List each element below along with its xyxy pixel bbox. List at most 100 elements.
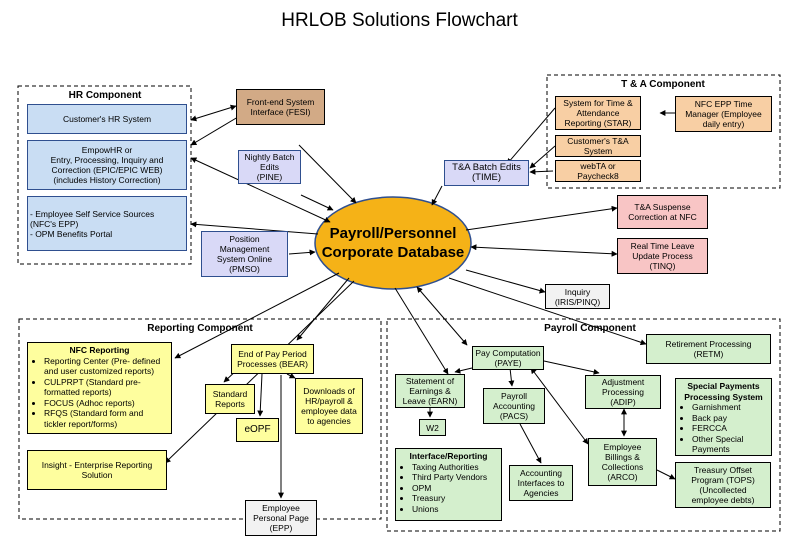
list-item: Unions	[412, 504, 497, 515]
paye-line: (PAYE)	[494, 358, 522, 368]
acct-if-line: Accounting	[519, 468, 563, 478]
reporting-section-title: Reporting Component	[147, 323, 253, 334]
inquiry-box[interactable]: Inquiry(IRIS/PINQ)	[545, 284, 610, 309]
arco-line: Billings &	[605, 452, 640, 462]
pmso-line: Position	[229, 234, 260, 244]
eopf-box[interactable]: eOPF	[236, 418, 279, 442]
paye-line: Pay Computation	[475, 348, 541, 358]
list-item: Back pay	[692, 413, 767, 424]
ess-line: - Employee Self Service Sources	[30, 208, 155, 219]
time-line: T&A Batch Edits	[452, 162, 521, 173]
inquiry-line: Inquiry	[564, 286, 591, 297]
insight-line: Solution	[81, 470, 113, 480]
customer-hr-system-box[interactable]: Customer's HR System	[27, 104, 187, 134]
acct-if-line: Agencies	[523, 488, 559, 498]
fesi-line: Front-end System	[246, 97, 315, 107]
downloads-line: Downloads of	[303, 386, 355, 396]
tinq-line: (TINQ)	[649, 261, 676, 271]
list-item: RFQS (Standard form and tickler report/f…	[44, 408, 167, 429]
pmso-line: Management	[219, 244, 270, 254]
special-payments-heading: Special Payments Processing System	[684, 381, 763, 402]
nfc-reporting-list[interactable]: NFC ReportingReporting Center (Pre- defi…	[27, 342, 172, 434]
earn-line: Leave (EARN)	[402, 396, 458, 406]
epp-tm-line: NFC EPP Time	[694, 99, 753, 109]
list-item: Reporting Center (Pre- defined and user …	[44, 356, 167, 377]
epp-page-line: Personal Page	[253, 513, 309, 523]
star-line: System for Time &	[563, 98, 633, 108]
page-title: HRLOB Solutions Flowchart	[281, 10, 518, 31]
interface-reporting-items: Taxing AuthoritiesThird Party VendorsOPM…	[400, 462, 497, 515]
payroll-section-title: Payroll Component	[544, 323, 636, 334]
list-item: Other Special Payments	[692, 434, 767, 455]
special-payments-list[interactable]: Special Payments Processing SystemGarnis…	[675, 378, 772, 456]
customer-ta-line: Customer's T&A	[567, 136, 629, 146]
ta-section-title: T & A Component	[621, 79, 705, 90]
time-batch-edits-box[interactable]: T&A Batch Edits(TIME)	[444, 160, 529, 186]
retm-line: (RETM)	[693, 349, 724, 359]
ess-line: (NFC's EPP)	[30, 218, 79, 229]
empowhr-line: Correction (EPIC/EPIC WEB)	[51, 165, 163, 175]
list-item: Third Party Vendors	[412, 472, 497, 483]
empowhr-line: Entry, Processing, Inquiry and	[50, 155, 164, 165]
w2-line: W2	[426, 422, 439, 433]
center-line-2: Corporate Database	[321, 244, 465, 261]
epp-tm-line: Manager (Employee	[685, 109, 762, 119]
acct-if-line: Interfaces to	[517, 478, 565, 488]
hr-section-title: HR Component	[68, 90, 142, 101]
webta-line: Paycheck8	[577, 171, 619, 181]
retm-box[interactable]: Retirement Processing(RETM)	[646, 334, 771, 364]
interface-reporting-heading: Interface/Reporting	[409, 451, 488, 461]
list-item: FERCCA	[692, 423, 767, 434]
bear-line: Processes (BEAR)	[237, 359, 308, 369]
insight-line: Insight - Enterprise Reporting	[41, 460, 153, 470]
std-reports-line: Standard	[212, 389, 248, 399]
nfc-reporting-items: Reporting Center (Pre- defined and user …	[32, 356, 167, 430]
downloads-line: employee data	[301, 406, 357, 416]
center-line-1: Payroll/Personnel	[329, 225, 457, 242]
customer-ta-line: System	[583, 146, 613, 156]
interface-reporting-list[interactable]: Interface/ReportingTaxing AuthoritiesThi…	[395, 448, 502, 521]
pmso-line: System Online	[216, 254, 273, 264]
nfc-reporting-heading: NFC Reporting	[69, 345, 130, 355]
list-item: FOCUS (Adhoc reports)	[44, 398, 167, 409]
w2-box[interactable]: W2	[419, 419, 446, 436]
paye-box[interactable]: Pay Computation(PAYE)	[472, 346, 544, 370]
arco-line: (ARCO)	[607, 472, 638, 482]
list-item: Treasury	[412, 493, 497, 504]
list-item: OPM	[412, 483, 497, 494]
tinq-line: Update Process	[632, 251, 693, 261]
tops-line: Program (TOPS)	[691, 475, 755, 485]
special-payments-items: GarnishmentBack payFERCCAOther Special P…	[680, 402, 767, 455]
pmso-line: (PMSO)	[229, 264, 260, 274]
tinq-line: Real Time Leave	[630, 241, 695, 251]
employee-self-service-box[interactable]: - Employee Self Service Sources(NFC's EP…	[27, 196, 187, 251]
adip-line: (ADIP)	[610, 397, 636, 407]
list-item: Taxing Authorities	[412, 462, 497, 473]
std-reports-line: Reports	[215, 399, 245, 409]
payroll-section-frame	[386, 318, 781, 532]
pine-line: Edits	[260, 162, 279, 172]
